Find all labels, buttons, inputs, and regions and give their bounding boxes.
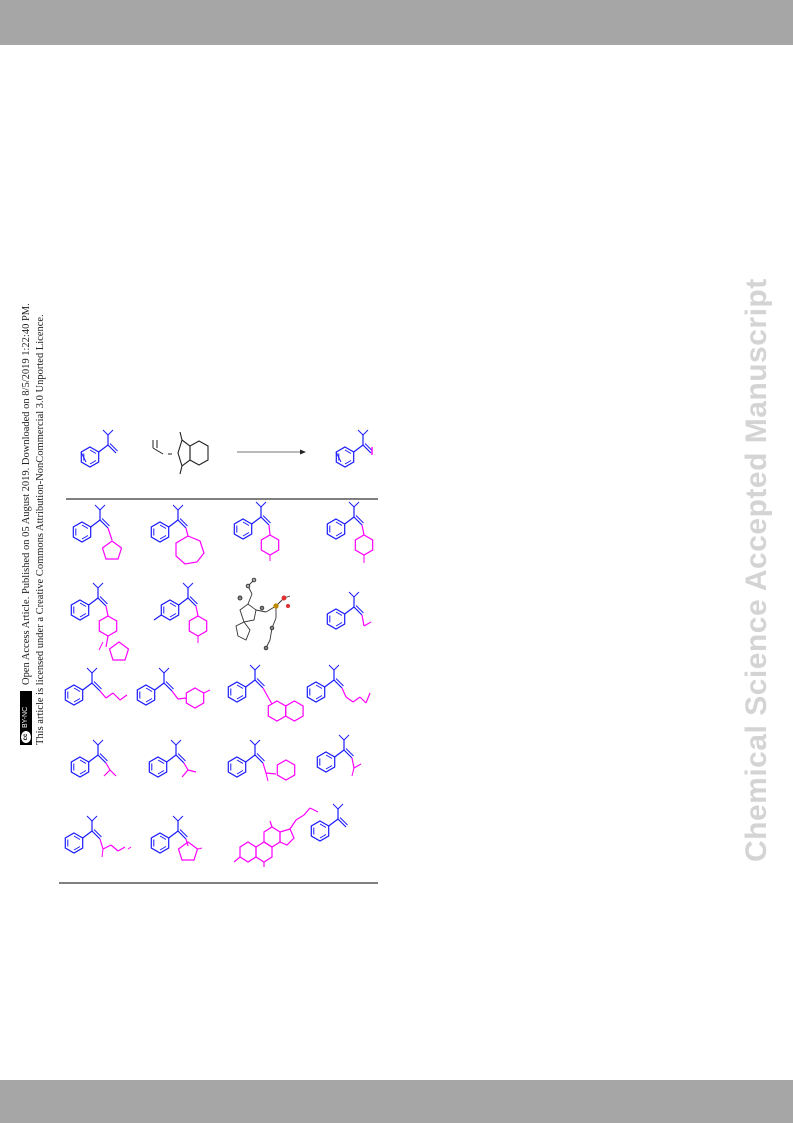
product-pyridyl bbox=[335, 430, 373, 467]
product-steroid bbox=[233, 804, 348, 867]
reagent-phthalimide bbox=[177, 431, 209, 475]
product-alkyl-short bbox=[327, 592, 372, 629]
reagent-alkene bbox=[152, 440, 172, 455]
product-benzyl-branched bbox=[228, 740, 296, 782]
product-butyl bbox=[65, 668, 128, 705]
product-piperidinyl-thienoyl bbox=[71, 583, 130, 661]
product-branched-ester bbox=[65, 816, 132, 858]
product-tert-alkyl bbox=[71, 740, 117, 777]
product-piperidinyl-a bbox=[234, 502, 280, 561]
product-isopropyl bbox=[317, 735, 362, 777]
product-tetrahydrofuranyl bbox=[151, 816, 203, 861]
product-naphthyl-methyl bbox=[228, 665, 304, 722]
substrate-pyridyl bbox=[80, 430, 118, 467]
product-cycloheptyl bbox=[151, 505, 205, 565]
product-piperidinyl-b bbox=[327, 502, 374, 563]
xray-crystal-structure bbox=[235, 577, 291, 651]
product-cyclopentyl bbox=[73, 505, 123, 560]
product-aryl-ethyl bbox=[137, 668, 211, 709]
reaction-arrow bbox=[237, 449, 306, 455]
bottom-page-bar bbox=[0, 1080, 793, 1123]
product-tolyl-piperidinyl bbox=[153, 583, 208, 643]
product-sec-alkyl bbox=[149, 740, 197, 777]
top-page-bar bbox=[0, 0, 793, 45]
product-alkyl-chain-ester bbox=[307, 665, 371, 704]
